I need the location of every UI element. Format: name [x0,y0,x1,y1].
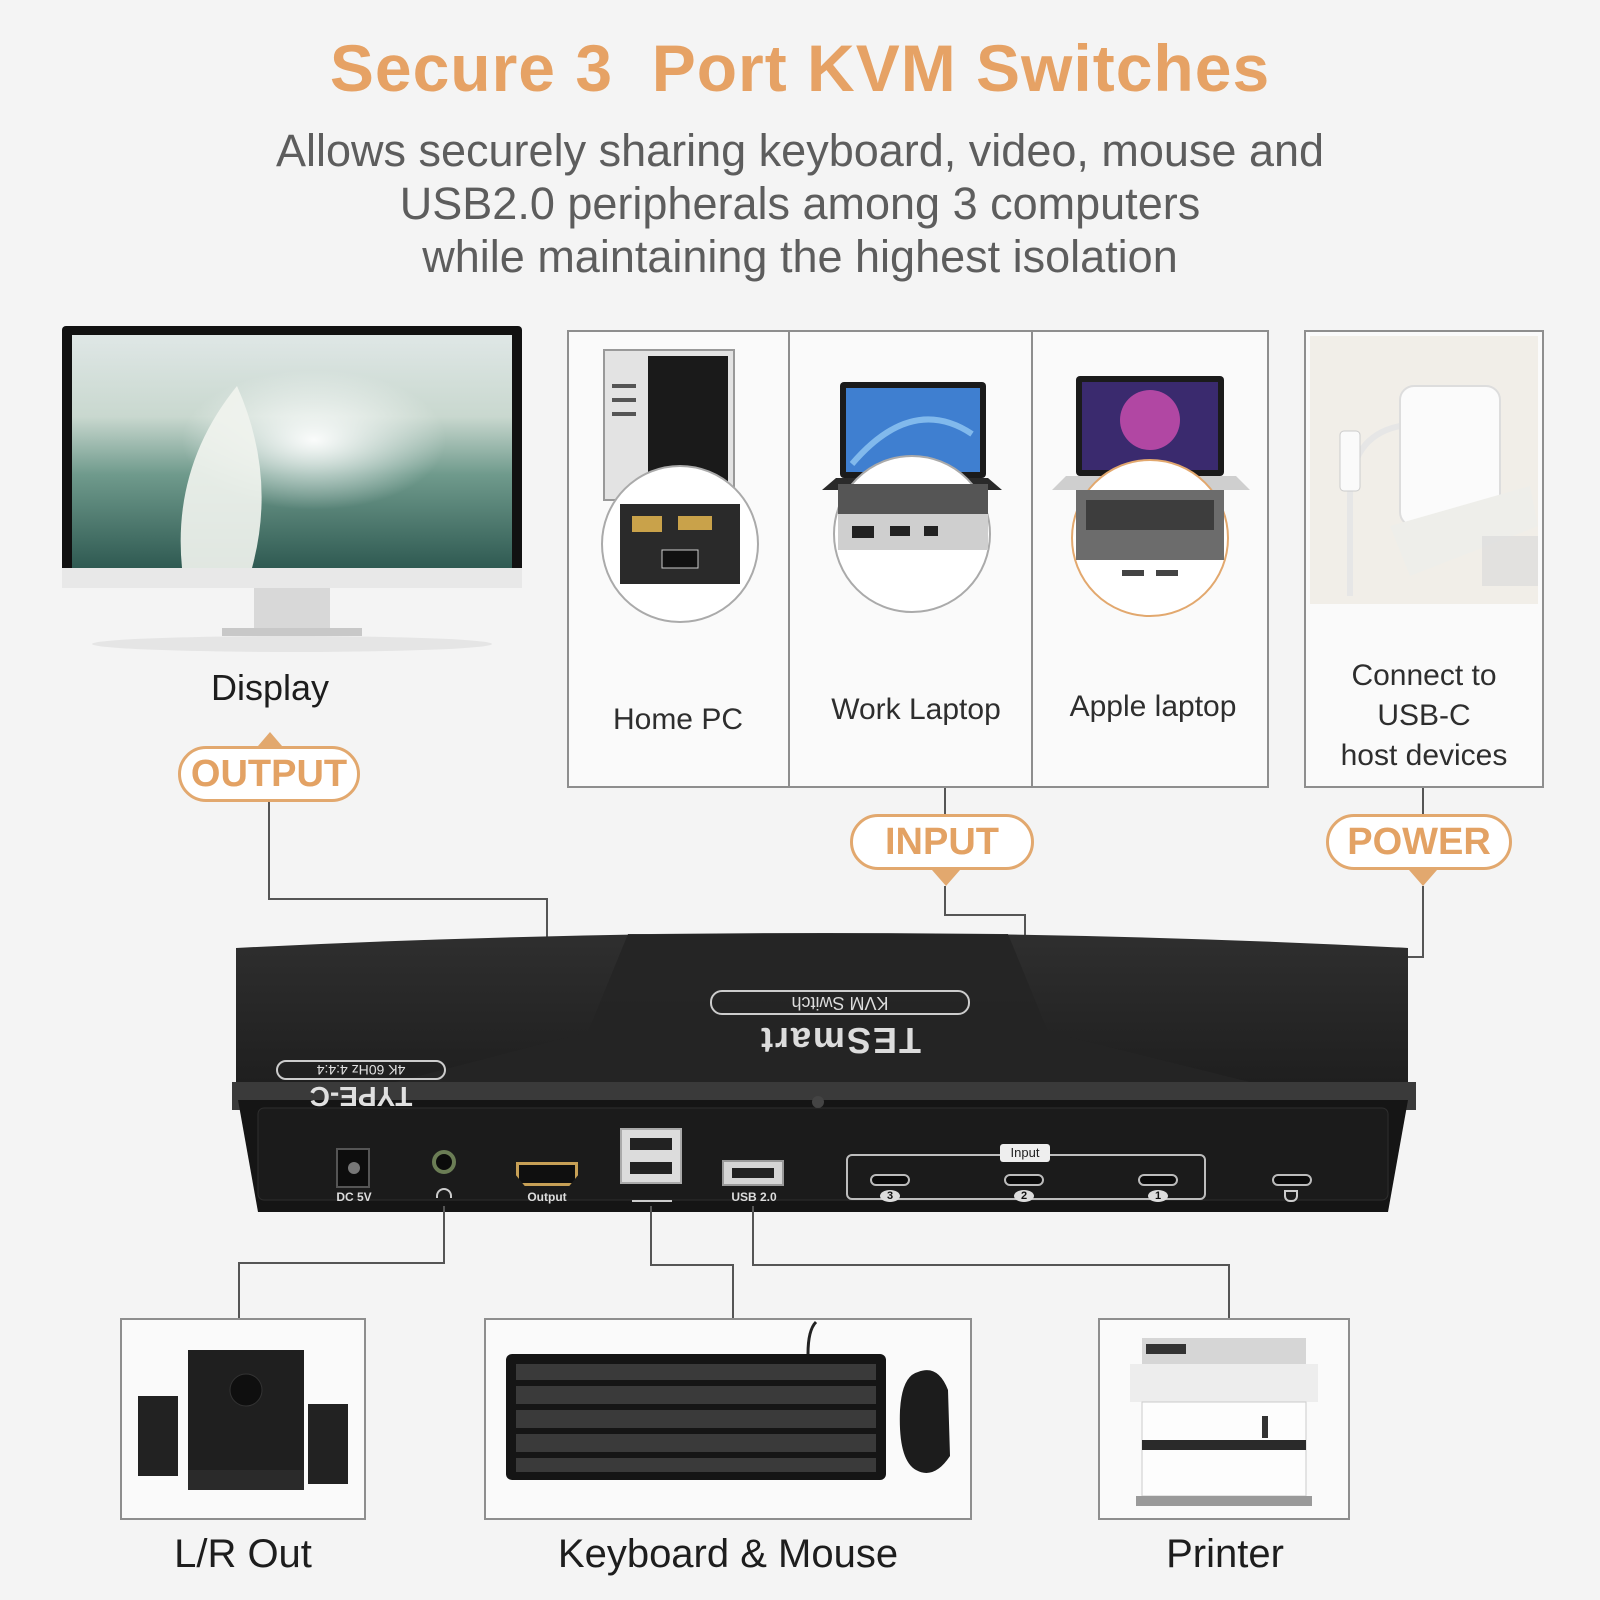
work-laptop-image [812,374,1012,624]
connector-line [1422,886,1424,958]
connector-line [944,886,946,916]
subtitle-line-2: USB2.0 peripherals among 3 computers [399,178,1201,229]
subtitle-line-1: Allows securely sharing keyboard, video,… [275,125,1325,176]
power-arrow-icon [1409,870,1437,886]
connector-line [944,788,946,814]
connector-line [650,1206,652,1266]
input-port-number-1: 1 [1148,1190,1168,1202]
connector-line [268,802,270,900]
display-label: Display [210,667,330,708]
input-arrow-icon [932,870,960,886]
switch-brand-print: TESmart KVM Switch [690,990,990,1061]
speakers-frame [120,1318,366,1520]
connector-line [238,1262,240,1320]
connector-line [1422,788,1424,814]
connector-line [268,898,548,900]
printer-frame [1098,1318,1350,1520]
keyboard-mouse-label: Keyboard & Mouse [557,1532,899,1576]
apple-laptop-image [1046,370,1256,624]
dc-port-label: DC 5V [336,1190,372,1204]
switch-model-text: KVM Switch [710,990,970,1015]
keyboard-mouse-icon [632,1190,672,1202]
connector-line [650,1264,734,1266]
usb-c-input-port-1 [1138,1174,1178,1186]
usb-c-input-port-2 [1004,1174,1044,1186]
connector-line [443,1206,445,1264]
connector-line [1228,1264,1230,1320]
connector-line [238,1262,445,1264]
frame-divider [1031,330,1033,788]
power-source-line-3: host devices [1340,739,1508,772]
usb-port-label: USB 2.0 [731,1190,777,1204]
usb-c-power-port [1272,1174,1312,1186]
switch-spec-text: 4K 60Hz 4:4:4 [276,1060,446,1080]
work-laptop-label: Work Laptop [831,693,1001,726]
output-tag: OUTPUT [178,746,360,802]
power-source-label: Connect to USB-C host devices [1306,656,1542,776]
frame-divider [788,330,790,788]
connector-line [944,914,1026,916]
keyboard-mouse-usb-ports [620,1128,682,1184]
usb-2-port [722,1160,784,1186]
home-pc-image [592,344,768,624]
switch-brand-text: TESmart [758,1020,922,1061]
usb-c-input-port-3 [870,1174,910,1186]
lr-out-label: L/R Out [174,1532,312,1576]
input-port-number-3: 3 [880,1190,900,1202]
dc-power-port [336,1148,370,1188]
page-title: Secure 3 Port KVM Switches [329,31,1271,105]
hdmi-port-label: Output [527,1190,567,1204]
keyboard-mouse-frame [484,1318,972,1520]
power-plug-icon [1284,1190,1298,1202]
home-pc-label: Home PC [612,703,744,736]
headphone-icon [436,1188,452,1198]
connector-line [752,1206,754,1266]
power-source-line-1: Connect to [1351,659,1497,692]
apple-laptop-label: Apple laptop [1069,690,1237,723]
usb-c-charger-image [1310,336,1538,604]
printer-label: Printer [1166,1532,1284,1576]
connector-line [752,1264,1230,1266]
switch-type-text: TYPE-C [309,1081,413,1112]
output-arrow-icon [258,732,282,746]
monitor-image [62,326,522,656]
page-subtitle: Allows securely sharing keyboard, video,… [100,124,1500,283]
hdmi-output-port [516,1162,578,1186]
connector-line [732,1264,734,1320]
input-tag: INPUT [850,814,1034,870]
subtitle-line-3: while maintaining the highest isolation [422,231,1178,282]
switch-type-print: TYPE-C 4K 60Hz 4:4:4 [276,1060,446,1112]
power-source-line-2: USB-C [1377,699,1471,732]
power-tag: POWER [1326,814,1512,870]
input-group-label: Input [1000,1144,1050,1162]
input-port-number-2: 2 [1014,1190,1034,1202]
audio-jack [432,1150,456,1174]
